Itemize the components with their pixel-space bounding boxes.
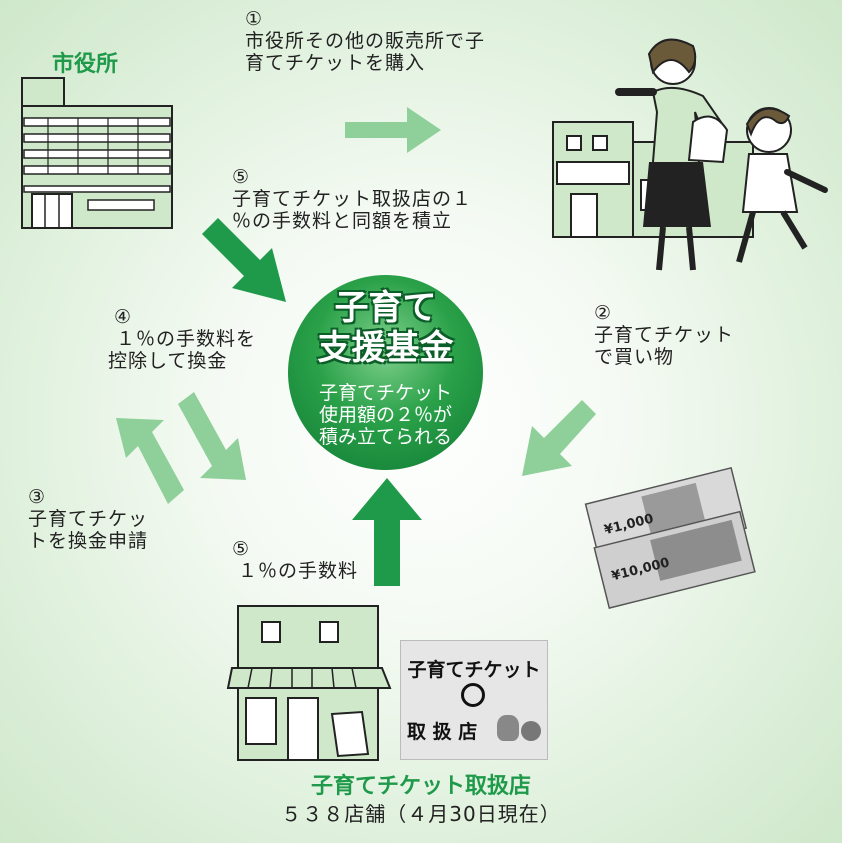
seal-icon: [521, 721, 541, 741]
support-fund-description: 子育てチケット 使用額の２％が 積み立てられる: [288, 382, 483, 448]
step-1-number: ①: [245, 8, 264, 30]
step-4-line1: １％の手数料を: [116, 328, 257, 350]
step-1-line2: 育てチケットを購入: [245, 52, 426, 74]
step-2-text: ② 子育てチケット で買い物: [594, 302, 734, 368]
step-5b-line1: １％の手数料: [238, 560, 359, 582]
step-5a-number: ⑤: [232, 166, 251, 188]
fund-title-line2: 支援基金: [317, 328, 454, 368]
mother-child-shopping-illustration: [552, 38, 828, 271]
arrow-up-icon: [352, 478, 422, 586]
step-2-number: ②: [594, 302, 613, 324]
step-5a-line1: 子育てチケット取扱店の１: [232, 188, 473, 210]
shop-sign-line2: 取 扱 店: [407, 721, 478, 743]
support-fund-title: 子育て 支援基金: [288, 288, 483, 368]
step-3-line1: 子育てチケッ: [28, 508, 149, 530]
step-5b-text: ⑤ １％の手数料: [232, 538, 358, 582]
mascot-icon: [497, 715, 519, 741]
support-fund-circle: [288, 275, 483, 470]
child-care-tickets-illustration: ¥1,000 ¥10,000: [584, 466, 756, 609]
ticket-shop-count: ５３８店舗（４月30日現在）: [281, 802, 561, 826]
fund-desc-line2: 使用額の２％が: [318, 404, 452, 426]
arrow-down-right-icon: [202, 218, 286, 302]
city-hall-label: 市役所: [52, 52, 119, 77]
step-1-line1: 市役所その他の販売所で子: [245, 30, 486, 52]
step-5a-line2: ％の手数料と同額を積立: [232, 210, 453, 232]
ticket-shop-building: [226, 605, 392, 761]
step-1-text: ① 市役所その他の販売所で子 育てチケットを購入: [245, 8, 485, 74]
step-3-number: ③: [28, 486, 47, 508]
step-5a-text: ⑤ 子育てチケット取扱店の１ ％の手数料と同額を積立: [232, 166, 472, 232]
step-2-line2: で買い物: [594, 346, 675, 368]
arrow-down-left-icon: [522, 400, 596, 476]
ticket-shop-label: 子育てチケット取扱店: [310, 774, 531, 799]
step-4-text: ④ １％の手数料を 控除して換金: [108, 306, 256, 372]
shop-sign-line1: 子育てチケット: [407, 659, 541, 681]
shop-sign-logo-icon: [461, 683, 485, 707]
step-3-line2: トを換金申請: [28, 530, 149, 552]
step-4-number: ④: [114, 306, 133, 328]
fund-desc-line1: 子育てチケット: [318, 382, 452, 404]
ticket-shop-sign: 子育てチケット 取 扱 店: [400, 640, 548, 760]
fund-desc-line3: 積み立てられる: [318, 426, 452, 448]
fund-title-line1: 子育て: [334, 288, 437, 328]
step-4-line2: 控除して換金: [108, 350, 228, 372]
city-hall-building: [21, 77, 173, 229]
arrow-down-right-icon-2: [178, 392, 246, 480]
step-2-line1: 子育てチケット: [594, 324, 735, 346]
arrow-up-left-icon: [116, 418, 184, 504]
arrow-right-icon: [345, 107, 441, 153]
step-5b-number: ⑤: [232, 538, 251, 560]
step-3-text: ③ 子育てチケッ トを換金申請: [28, 486, 148, 552]
